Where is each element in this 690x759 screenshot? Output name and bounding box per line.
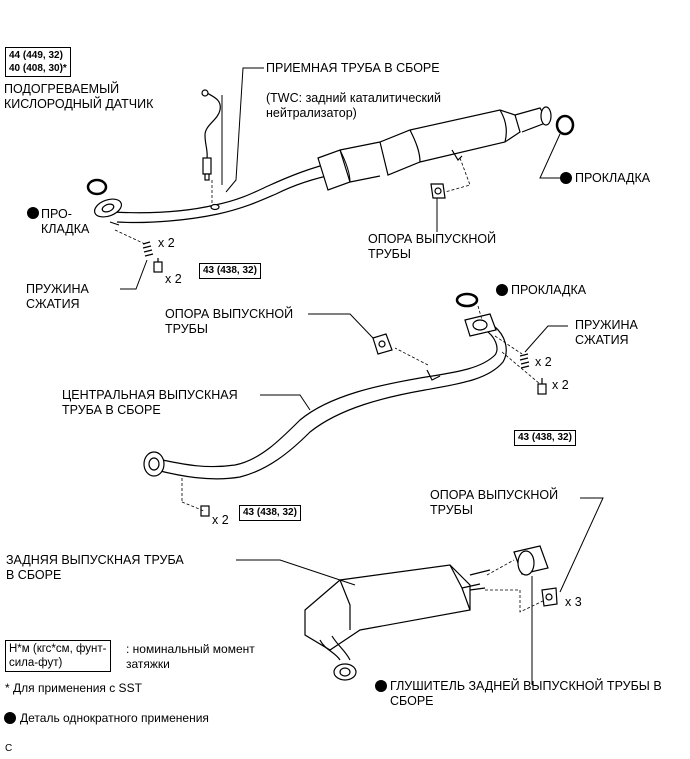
- legend-torque-box-line-1: Н*м (кгс*см, фунт-: [9, 643, 107, 655]
- muffler-label: ГЛУШИТЕЛЬ ЗАДНЕЙ ВЫПУСКНОЙ ТРУБЫ В СБОРЕ: [390, 679, 662, 709]
- legend-torque-desc-line-1: : номинальный момент: [126, 642, 255, 656]
- spring-1-line-2: СЖАТИЯ: [26, 297, 80, 311]
- support-3-line-1: ОПОРА ВЫПУСКНОЙ: [430, 488, 559, 502]
- legend-torque-desc-line-2: затяжки: [126, 657, 170, 671]
- oxygen-sensor-drawing: [201, 89, 221, 181]
- gasket-front-left: [86, 178, 108, 196]
- spring-1-line-1: ПРУЖИНА: [26, 282, 89, 296]
- gasket-left-line-2: КЛАДКА: [41, 222, 90, 236]
- support-2-line-2: ТРУБЫ: [165, 322, 208, 336]
- muffler-line-1: ГЛУШИТЕЛЬ ЗАДНЕЙ ВЫПУСКНОЙ ТРУБЫ В: [390, 679, 662, 693]
- legend-single-use: Деталь однократного применения: [20, 711, 209, 725]
- qty-x2-e: x 2: [212, 513, 229, 527]
- support-2-line-1: ОПОРА ВЫПУСКНОЙ: [165, 307, 294, 321]
- torque-rear-bolt: 43 (438, 32): [239, 505, 301, 521]
- muffler-tail-drawing: [513, 545, 549, 576]
- gasket-right-label: ПРОКЛАДКА: [575, 171, 651, 185]
- gasket-left-line-1: ПРО-: [41, 207, 72, 221]
- support-2-label: ОПОРА ВЫПУСКНОЙ ТРУБЫ: [165, 307, 293, 337]
- torque-center-bolt: 43 (438, 32): [514, 430, 576, 446]
- gasket-left-label: ПРО- КЛАДКА: [41, 207, 89, 237]
- gasket-front-right: [555, 114, 575, 136]
- front-pipe-drawing: [93, 106, 552, 224]
- corner-mark: C: [5, 743, 13, 754]
- center-pipe-label: ЦЕНТРАЛЬНАЯ ВЫПУСКНАЯ ТРУБА В СБОРЕ: [62, 388, 238, 418]
- center-bolt-drawing: [200, 505, 210, 517]
- front-pipe-label: ПРИЕМНАЯ ТРУБА В СБОРЕ: [266, 61, 440, 75]
- single-use-dot-4: [375, 680, 387, 692]
- muffler-line-2: СБОРЕ: [390, 694, 434, 708]
- spring-center-drawing: [519, 353, 547, 395]
- support-1-drawing: [430, 183, 446, 199]
- support-2-drawing: [372, 333, 393, 355]
- support-1-label: ОПОРА ВЫПУСКНОЙ ТРУБЫ: [368, 232, 496, 262]
- center-pipe-line-2: ТРУБА В СБОРЕ: [62, 403, 161, 417]
- qty-x2-d: x 2: [552, 378, 569, 392]
- qty-x2-a: x 2: [158, 236, 175, 250]
- o2-sensor-line-1: ПОДОГРЕВАЕМЫЙ: [4, 82, 120, 96]
- torque-o2-b: 40 (408, 30)*: [9, 63, 67, 74]
- qty-x2-b: x 2: [165, 272, 182, 286]
- single-use-dot-3: [496, 284, 508, 296]
- torque-box-o2: 44 (449, 32) 40 (408, 30)*: [5, 47, 71, 77]
- center-pipe-line-1: ЦЕНТРАЛЬНАЯ ВЫПУСКНАЯ: [62, 388, 238, 402]
- rear-pipe-label: ЗАДНЯЯ ВЫПУСКНАЯ ТРУБА В СБОРЕ: [6, 553, 184, 583]
- single-use-dot-legend: [4, 712, 16, 724]
- o2-sensor-line-2: КИСЛОРОДНЫЙ ДАТЧИК: [4, 97, 154, 111]
- gasket-mid: [455, 292, 479, 308]
- rear-pipe-drawing: [304, 564, 491, 681]
- legend-torque-box: Н*м (кгс*см, фунт- сила-фут): [5, 640, 111, 672]
- legend-torque-box-line-2: сила-фут): [9, 657, 63, 669]
- gasket-mid-label: ПРОКЛАДКА: [511, 283, 587, 297]
- support-1-line-1: ОПОРА ВЫПУСКНОЙ: [368, 232, 497, 246]
- o2-sensor-label: ПОДОГРЕВАЕМЫЙ КИСЛОРОДНЫЙ ДАТЧИК: [4, 82, 153, 112]
- support-3-label: ОПОРА ВЫПУСКНОЙ ТРУБЫ: [430, 488, 558, 518]
- center-pipe-drawing: [143, 313, 507, 480]
- spring-front-drawing: [142, 241, 163, 273]
- qty-x3: x 3: [565, 595, 582, 609]
- spring-2-line-2: СЖАТИЯ: [575, 333, 629, 347]
- rear-pipe-line-1: ЗАДНЯЯ ВЫПУСКНАЯ ТРУБА: [6, 553, 184, 567]
- single-use-dot-1: [560, 172, 572, 184]
- qty-x2-c: x 2: [535, 355, 552, 369]
- single-use-dot-2: [27, 207, 39, 219]
- support-3-drawing: [541, 587, 558, 607]
- twc-label: (TWC: задний каталитический нейтрализато…: [266, 91, 441, 121]
- legend-torque-desc: : номинальный момент затяжки: [126, 642, 255, 672]
- torque-front-bolt: 43 (438, 32): [199, 263, 261, 279]
- support-1-line-2: ТРУБЫ: [368, 247, 411, 261]
- support-3-line-2: ТРУБЫ: [430, 503, 473, 517]
- spring-2-line-1: ПРУЖИНА: [575, 318, 638, 332]
- spring-2-label: ПРУЖИНА СЖАТИЯ: [575, 318, 638, 348]
- rear-pipe-line-2: В СБОРЕ: [6, 568, 62, 582]
- twc-line-2: нейтрализатор): [266, 106, 357, 120]
- torque-o2-a: 44 (449, 32): [9, 50, 63, 61]
- legend-sst-note: * Для применения с SST: [5, 681, 142, 695]
- spring-1-label: ПРУЖИНА СЖАТИЯ: [26, 282, 89, 312]
- twc-line-1: (TWC: задний каталитический: [266, 91, 441, 105]
